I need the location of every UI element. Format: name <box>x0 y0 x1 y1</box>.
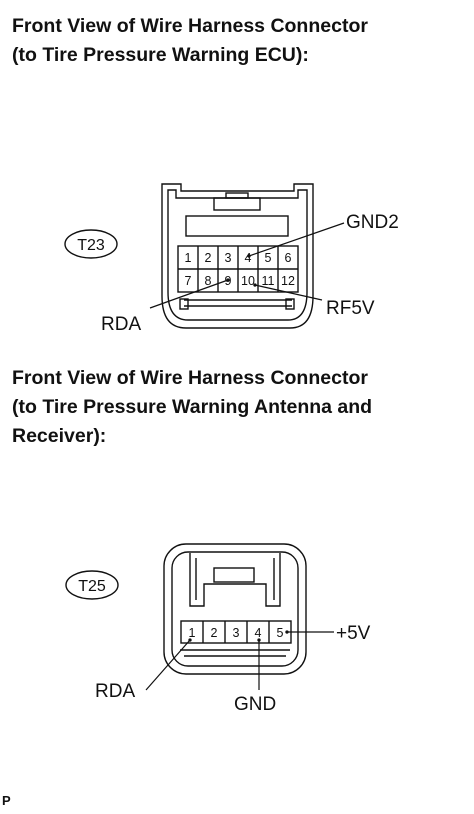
t25-pin-1: 1 <box>189 626 196 640</box>
connector-t23-tag: T23 <box>64 229 118 259</box>
rf5v-leader-line <box>253 283 323 301</box>
t23-pin-4: 4 <box>245 251 252 265</box>
t23-pin-12: 12 <box>281 274 295 288</box>
connector-t25-tag-label: T25 <box>78 578 106 595</box>
connector-t23-leaders <box>149 222 345 309</box>
t25-pin-3: 3 <box>233 626 240 640</box>
connector-t23-housing <box>161 183 314 329</box>
plus5v-label: +5V <box>336 623 371 644</box>
t25-rda-label: RDA <box>95 681 135 702</box>
connector-t25-tag: T25 <box>65 570 119 600</box>
t23-pin-11: 11 <box>262 274 275 288</box>
connector-1-heading-line-1: Front View of Wire Harness Connector <box>12 15 368 37</box>
t23-pin-3: 3 <box>225 251 232 265</box>
t25-pin-4: 4 <box>255 626 262 640</box>
connector-2-heading: Front View of Wire Harness Connector (to… <box>12 364 372 451</box>
t23-rda-label: RDA <box>101 314 141 335</box>
t25-rda-leader-line <box>145 638 192 691</box>
connector-1-heading-line-2: (to Tire Pressure Warning ECU): <box>12 44 309 66</box>
gnd2-leader-line <box>247 222 345 258</box>
rf5v-label: RF5V <box>326 298 375 319</box>
connector-t25-pins: 1 2 3 4 5 <box>180 620 292 644</box>
connector-t23-pins: 1 2 3 4 5 6 7 8 9 10 11 12 <box>177 245 299 293</box>
connector-t25: T25 1 2 3 4 5 <box>65 543 371 715</box>
connector-2-heading-line-3: Receiver): <box>12 425 107 447</box>
figure-code: P <box>2 793 11 808</box>
t25-pin-5: 5 <box>277 626 284 640</box>
connector-1-heading: Front View of Wire Harness Connector (to… <box>12 12 368 70</box>
rda-leader-line <box>149 278 230 309</box>
connector-2-heading-line-1: Front View of Wire Harness Connector <box>12 367 368 389</box>
t23-pin-5: 5 <box>265 251 272 265</box>
t23-pin-8: 8 <box>205 274 212 288</box>
t23-pin-6: 6 <box>285 251 292 265</box>
connector-t23: T23 1 2 3 4 <box>64 183 399 335</box>
connector-t25-housing <box>163 543 307 675</box>
connector-t25-leaders <box>145 630 334 691</box>
t25-pin-2: 2 <box>211 626 218 640</box>
gnd-label: GND <box>234 694 276 715</box>
t23-pin-10: 10 <box>241 274 255 288</box>
gnd2-label: GND2 <box>346 212 399 233</box>
t23-pin-2: 2 <box>205 251 212 265</box>
connector-2-heading-line-2: (to Tire Pressure Warning Antenna and <box>12 396 373 418</box>
t23-pin-7: 7 <box>185 274 192 288</box>
t23-pin-1: 1 <box>185 251 192 265</box>
connector-t23-tag-label: T23 <box>77 237 105 254</box>
